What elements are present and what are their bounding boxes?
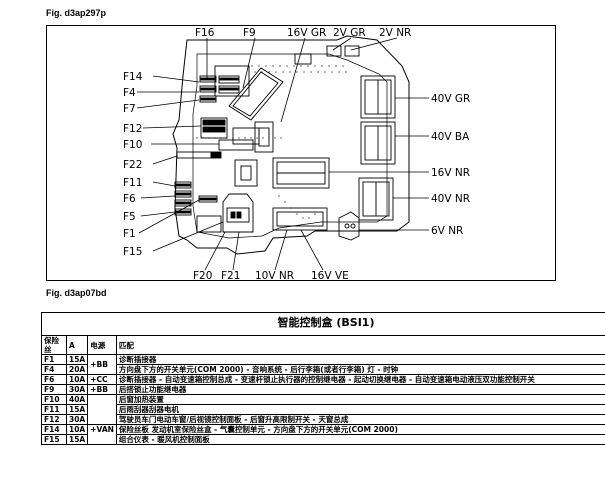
connector-40v-nr (358, 177, 394, 221)
label-left-4: F10 (123, 139, 142, 151)
desc-cell: 诊断插接器 - 自动变速箱控制总成 - 变速杆锁止执行器的控制继电器 - 起动切… (115, 374, 605, 385)
table-row: F14 10A +VAN 保险丝板 发动机室保险丝盒 - 气囊控制单元 - 方向… (41, 424, 605, 445)
leader-lines (136, 37, 429, 271)
connector-6v-nr (338, 211, 360, 241)
connector-2v (294, 45, 360, 65)
table-row: F12 30A 驾驶员车门电动车窗/后视镜控制面板 - 后窗升高限制开关 - 天… (41, 414, 605, 425)
fuse-cell: F4 (41, 364, 67, 375)
label-left-10: F15 (123, 246, 142, 258)
fuse-box-diagram: F16 F9 16V GR 2V GR 2V NR F14 F4 F7 F12 … (46, 25, 556, 282)
table-row: F10 40A 后窗加热装置 (41, 394, 605, 425)
label-left-3: F12 (123, 123, 142, 135)
label-left-9: F1 (123, 228, 136, 240)
fuse-cell: F10 (41, 394, 67, 405)
fuse-strip-f22 (176, 151, 222, 159)
label-top-3: 2V GR (333, 27, 366, 39)
table-row: F4 20A 方向盘下方的开关单元(COM 2000) - 音响系统 - 后行李… (41, 364, 605, 375)
amp-cell: 15A (65, 404, 89, 415)
label-left-8: F5 (123, 211, 136, 223)
inner-plate (192, 53, 388, 239)
desc-cell: 组合仪表 - 暖风机控制面板 (115, 434, 605, 445)
fuse-cell: F11 (41, 404, 67, 415)
source-cell: +CC (87, 374, 117, 385)
texture-dots (196, 65, 347, 219)
amp-cell: 15A (65, 354, 89, 365)
label-bottom-0: F20 (193, 270, 212, 282)
table-title: 智能控制盒 (BSI1) (41, 312, 605, 336)
label-left-0: F14 (123, 71, 143, 83)
desc-cell: 驾驶员车门电动车窗/后视镜控制面板 - 后窗升高限制开关 - 天窗总成 (115, 414, 605, 425)
connector-16v-nr (272, 157, 330, 189)
source-cell: +BB (87, 384, 117, 395)
housing-outline (172, 35, 410, 255)
label-left-6: F11 (123, 177, 142, 189)
table-header-row: 保险丝 A 电源 匹配 (41, 335, 605, 355)
header-fuse: 保险丝 (41, 335, 67, 355)
desc-cell: 后雨刮器刮器电机 (115, 404, 605, 415)
label-right-1: 40V BA (431, 131, 470, 143)
label-left-7: F6 (123, 193, 136, 205)
relay-bottom (222, 193, 254, 233)
fuse-column-lower (174, 181, 222, 233)
label-top-1: F9 (243, 27, 256, 39)
small-connector (234, 121, 274, 187)
source-cell: +VAN (87, 424, 117, 445)
table-row: F9 30A +BB 后搭锁止功能继电器 (41, 384, 605, 395)
fuse-cell: F9 (41, 384, 67, 395)
fuse-cell: F15 (41, 434, 67, 445)
header-amp: A (65, 335, 89, 355)
figure-label-diagram: Fig. d3ap297p (46, 8, 107, 18)
amp-cell: 30A (65, 414, 89, 425)
header-source: 电源 (87, 335, 117, 355)
fuse-cell: F14 (41, 424, 67, 435)
label-top-2: 16V GR (287, 27, 326, 39)
source-cell: +BB (87, 354, 117, 375)
desc-cell: 诊断插接器 (115, 354, 605, 365)
table-row: F1 15A +BB 诊断插接器 (41, 354, 605, 375)
desc-cell: 保险丝板 发动机室保险丝盒 - 气囊控制单元 - 方向盘下方的开关单元(COM … (115, 424, 605, 435)
source-cell-empty (87, 394, 117, 425)
fuse-cluster-top (199, 65, 250, 103)
label-left-5: F22 (123, 159, 142, 171)
amp-cell: 15A (65, 434, 89, 445)
label-top-0: F16 (195, 27, 215, 39)
table-row: F6 10A +CC 诊断插接器 - 自动变速箱控制总成 - 变速杆锁止执行器的… (41, 374, 605, 385)
label-top-4: 2V NR (379, 27, 411, 39)
relay-slanted (228, 67, 284, 121)
label-left-2: F7 (123, 103, 136, 115)
table-row: F11 15A 后雨刮器刮器电机 (41, 404, 605, 415)
fuse-cell: F6 (41, 374, 67, 385)
fuse-cluster-mid (200, 117, 260, 151)
label-right-4: 6V NR (431, 225, 463, 237)
table-title-row: 智能控制盒 (BSI1) (41, 312, 605, 336)
amp-cell: 10A (65, 374, 89, 385)
amp-cell: 30A (65, 384, 89, 395)
fuse-table: 智能控制盒 (BSI1) 保险丝 A 电源 匹配 F1 15A +BB 诊断插接… (41, 312, 605, 445)
label-right-3: 40V NR (431, 193, 470, 205)
desc-cell: 方向盘下方的开关单元(COM 2000) - 音响系统 - 后行李箱(或者行李箱… (115, 364, 605, 375)
label-bottom-1: F21 (221, 270, 240, 282)
label-left-1: F4 (123, 87, 136, 99)
amp-cell: 40A (65, 394, 89, 405)
table-row: F15 15A 组合仪表 - 暖风机控制面板 (41, 434, 605, 445)
desc-cell: 后窗加热装置 (115, 394, 605, 405)
figure-label-table: Fig. d3ap07bd (46, 288, 107, 298)
fuse-cell: F12 (41, 414, 67, 425)
fuse-box-drawing: F16 F9 16V GR 2V GR 2V NR F14 F4 F7 F12 … (123, 27, 470, 282)
connector-40v-gr (360, 75, 396, 119)
label-bottom-3: 16V VE (311, 270, 349, 282)
amp-cell: 10A (65, 424, 89, 435)
header-desc: 匹配 (115, 335, 605, 355)
connector-16v-ve (272, 207, 328, 231)
amp-cell: 20A (65, 364, 89, 375)
label-right-0: 40V GR (431, 93, 470, 105)
desc-cell: 后搭锁止功能继电器 (115, 384, 605, 395)
connector-40v-ba (360, 121, 396, 165)
label-right-2: 16V NR (431, 167, 470, 179)
diagram-labels: F16 F9 16V GR 2V GR 2V NR F14 F4 F7 F12 … (123, 27, 470, 282)
label-bottom-2: 10V NR (255, 270, 294, 282)
fuse-cell: F1 (41, 354, 67, 365)
